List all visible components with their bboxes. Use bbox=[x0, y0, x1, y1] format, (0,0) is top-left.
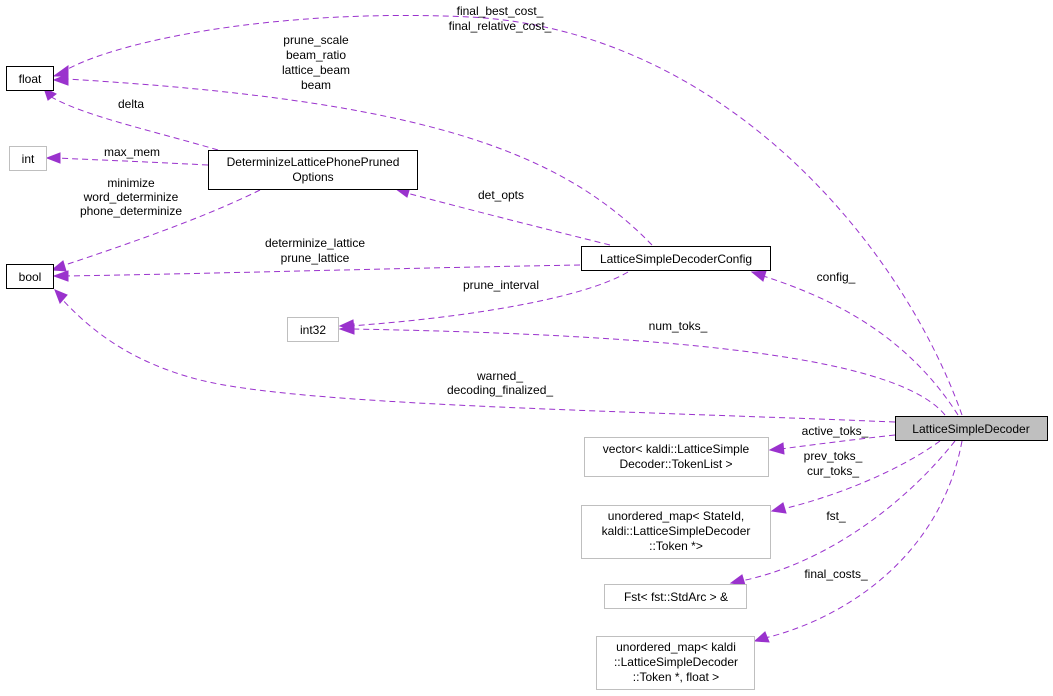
node-lattice-simple-decoder[interactable]: LatticeSimpleDecoder bbox=[895, 416, 1048, 441]
label-beam-ratio: beam_ratio bbox=[286, 48, 346, 62]
node-unordered-map-costs-line-1: unordered_map< kaldi bbox=[616, 640, 736, 654]
node-decoder-config-label: LatticeSimpleDecoderConfig bbox=[600, 252, 752, 266]
node-determinize-options[interactable]: DeterminizeLatticePhonePruned Options bbox=[208, 150, 418, 190]
edge-labels: final_best_cost_ final_relative_cost_ pr… bbox=[80, 4, 869, 581]
arrowhead-bool-2 bbox=[52, 270, 69, 282]
node-vector-tokenlist-line-2: Decoder::TokenList > bbox=[619, 457, 732, 471]
node-unordered-map-state-line-1: unordered_map< StateId, bbox=[608, 509, 744, 523]
node-vector-tokenlist[interactable]: vector< kaldi::LatticeSimple Decoder::To… bbox=[584, 437, 769, 477]
edges bbox=[47, 15, 963, 639]
edge-config-float bbox=[65, 78, 653, 246]
arrowhead-config bbox=[750, 270, 767, 282]
label-lattice-beam: lattice_beam bbox=[282, 63, 350, 77]
node-float[interactable]: float bbox=[6, 66, 54, 91]
node-unordered-map-state-line-2: kaldi::LatticeSimpleDecoder bbox=[602, 524, 751, 538]
node-int32-label: int32 bbox=[300, 323, 326, 337]
label-decoding-finalized: decoding_finalized_ bbox=[447, 383, 553, 397]
label-phone-determinize: phone_determinize bbox=[80, 204, 182, 218]
label-beam: beam bbox=[301, 78, 331, 92]
label-prune-lattice: prune_lattice bbox=[281, 251, 350, 265]
node-bool-label: bool bbox=[19, 270, 42, 284]
label-prune-scale: prune_scale bbox=[283, 33, 349, 47]
node-unordered-map-state[interactable]: unordered_map< StateId, kaldi::LatticeSi… bbox=[581, 505, 771, 559]
edge-decoder-bool bbox=[59, 296, 896, 423]
arrowhead-umapcosts bbox=[753, 631, 770, 643]
edge-decoder-umapstate bbox=[782, 440, 941, 510]
edge-config-detopts bbox=[402, 191, 611, 246]
edge-decoder-int32 bbox=[350, 328, 946, 416]
node-float-label: float bbox=[19, 72, 42, 86]
label-num-toks: num_toks_ bbox=[649, 319, 708, 333]
edge-detopts-bool bbox=[55, 189, 261, 269]
node-int[interactable]: int bbox=[9, 146, 47, 171]
arrowhead-float-1 bbox=[52, 65, 69, 77]
label-cur-toks: cur_toks_ bbox=[807, 464, 859, 478]
label-final-costs: final_costs_ bbox=[804, 567, 868, 581]
node-int-label: int bbox=[22, 152, 35, 166]
label-determinize-lattice: determinize_lattice bbox=[265, 236, 365, 250]
label-minimize: minimize bbox=[107, 176, 155, 190]
arrowhead-bool-1 bbox=[50, 260, 67, 272]
label-config: config_ bbox=[817, 270, 856, 284]
label-active-toks: active_toks_ bbox=[802, 424, 869, 438]
node-int32[interactable]: int32 bbox=[287, 317, 339, 342]
arrowhead-fst bbox=[729, 574, 746, 586]
arrowheads bbox=[43, 65, 787, 643]
arrowhead-float-2 bbox=[52, 73, 69, 86]
label-warned: warned_ bbox=[476, 369, 523, 383]
edge-decoder-float bbox=[65, 15, 963, 416]
node-lattice-simple-decoder-label: LatticeSimpleDecoder bbox=[912, 422, 1029, 436]
label-prev-toks: prev_toks_ bbox=[804, 449, 863, 463]
edge-config-bool bbox=[63, 264, 581, 277]
arrowhead-int32-2 bbox=[338, 323, 355, 335]
label-delta: delta bbox=[118, 97, 144, 111]
node-bool[interactable]: bool bbox=[6, 264, 54, 289]
node-fst-label: Fst< fst::StdArc > & bbox=[624, 590, 728, 604]
node-determinize-options-line-1: DeterminizeLatticePhonePruned bbox=[227, 155, 400, 169]
edge-detopts-int bbox=[55, 157, 209, 166]
edge-decoder-config bbox=[759, 274, 959, 416]
node-unordered-map-costs[interactable]: unordered_map< kaldi ::LatticeSimpleDeco… bbox=[596, 636, 755, 690]
label-prune-interval: prune_interval bbox=[463, 278, 539, 292]
label-final-best-cost: final_best_cost_ bbox=[457, 4, 544, 18]
edge-decoder-vector bbox=[780, 434, 896, 450]
edge-decoder-umapcosts bbox=[764, 440, 963, 639]
arrowhead-vector bbox=[768, 442, 785, 455]
node-determinize-options-line-2: Options bbox=[292, 170, 333, 184]
label-det-opts: det_opts bbox=[478, 188, 524, 202]
node-vector-tokenlist-line-1: vector< kaldi::LatticeSimple bbox=[603, 442, 750, 456]
arrowhead-umapstate bbox=[770, 502, 787, 514]
node-fst[interactable]: Fst< fst::StdArc > & bbox=[604, 584, 747, 609]
node-unordered-map-costs-line-2: ::LatticeSimpleDecoder bbox=[614, 655, 738, 669]
arrowhead-bool-3 bbox=[54, 289, 68, 304]
label-final-relative-cost: final_relative_cost_ bbox=[449, 19, 552, 33]
node-unordered-map-state-line-3: ::Token *> bbox=[649, 539, 703, 553]
label-fst: fst_ bbox=[826, 509, 846, 523]
label-word-determinize: word_determinize bbox=[83, 190, 179, 204]
arrowhead-int bbox=[45, 152, 61, 164]
edge-config-int32 bbox=[349, 271, 629, 327]
node-decoder-config[interactable]: LatticeSimpleDecoderConfig bbox=[581, 246, 771, 271]
edge-decoder-fst bbox=[740, 440, 956, 582]
node-unordered-map-costs-line-3: ::Token *, float > bbox=[633, 670, 719, 684]
label-max-mem: max_mem bbox=[104, 145, 160, 159]
edge-detopts-float bbox=[47, 94, 219, 151]
